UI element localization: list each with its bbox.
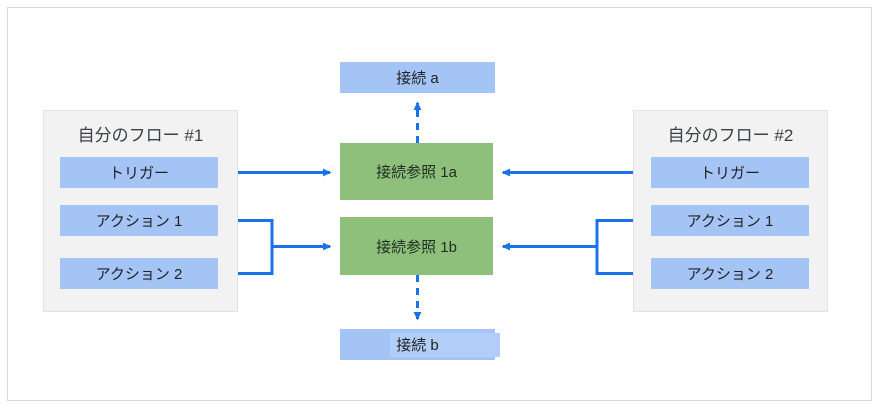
connection-box-a[interactable]: 接続 a (340, 62, 495, 93)
flow-1-step-action-1-label: アクション 1 (95, 213, 183, 230)
flow-2-step-action-2-label: アクション 2 (686, 266, 774, 283)
connection-box-b-label: 接続 b (396, 337, 439, 354)
flow-panel-2-title: 自分のフロー #2 (667, 126, 794, 145)
connection-reference-1b[interactable]: 接続参照 1b (340, 217, 493, 275)
flow-1-step-action-2-label: アクション 2 (95, 266, 183, 283)
connection-box-b[interactable]: 接続 b (340, 329, 500, 360)
flow-2-step-action-1[interactable]: アクション 1 (651, 205, 809, 236)
flow-2-step-action-1-label: アクション 1 (686, 213, 774, 230)
connection-reference-1b-label: 接続参照 1b (376, 238, 457, 256)
flow-1-step-action-2[interactable]: アクション 2 (60, 258, 218, 289)
flow-2-step-trigger-label: トリガー (699, 165, 760, 182)
flow-panel-1-title: 自分のフロー #1 (77, 126, 204, 145)
flow-1-step-action-1[interactable]: アクション 1 (60, 205, 218, 236)
connection-box-b-highlight (390, 333, 500, 357)
flow-2-step-action-2[interactable]: アクション 2 (651, 258, 809, 289)
flow-2-step-trigger[interactable]: トリガー (651, 157, 809, 188)
connection-reference-1a[interactable]: 接続参照 1a (340, 143, 493, 200)
connection-box-a-label: 接続 a (396, 70, 439, 87)
flow-1-step-trigger[interactable]: トリガー (60, 157, 218, 188)
flow-1-step-trigger-label: トリガー (108, 165, 169, 182)
connection-reference-1a-label: 接続参照 1a (376, 164, 457, 181)
